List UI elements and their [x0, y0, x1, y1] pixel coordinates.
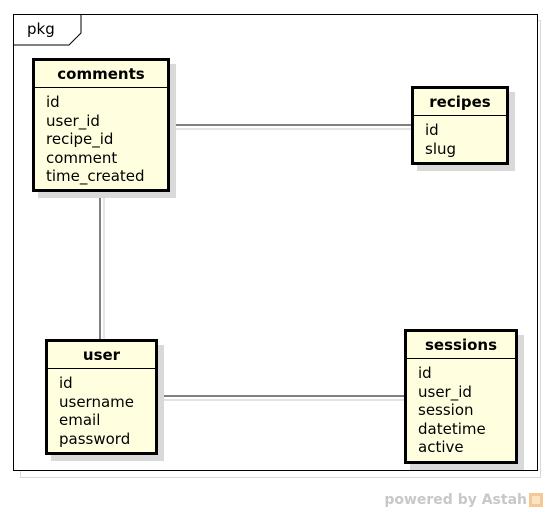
attribute: email [59, 411, 101, 430]
package-tab [13, 14, 82, 46]
link-user-sessions [158, 395, 405, 401]
attribute: comment [46, 148, 118, 167]
entity-sessions[interactable]: sessions id user_id session datetime act… [404, 329, 518, 464]
attribute: user_id [46, 111, 100, 130]
attribute: id [59, 374, 73, 392]
entity-recipes[interactable]: recipes id slug [411, 86, 509, 165]
entity-user[interactable]: user id username email password [45, 339, 158, 455]
watermark-text: powered by Astah [384, 492, 527, 508]
attribute-list: id user_id session datetime active [407, 359, 515, 457]
entity-title: user [48, 342, 155, 369]
attribute: id [46, 93, 60, 111]
attribute: id [418, 364, 432, 382]
attribute: active [418, 438, 464, 457]
entity-comments[interactable]: comments id user_id recipe_id comment ti… [32, 58, 170, 192]
astah-logo-icon [529, 493, 543, 507]
attribute-list: id user_id recipe_id comment time_create… [35, 88, 167, 186]
attribute: password [59, 429, 131, 448]
attribute: time_created [46, 167, 145, 186]
attribute: datetime [418, 419, 486, 438]
attribute: id [425, 121, 439, 139]
attribute: slug [425, 139, 457, 158]
attribute: username [59, 392, 134, 411]
attribute: recipe_id [46, 130, 114, 149]
link-comments-user [99, 192, 105, 340]
package-label: pkg [27, 20, 55, 38]
attribute-list: id slug [414, 116, 506, 158]
astah-watermark: powered by Astah [384, 492, 543, 508]
attribute: session [418, 401, 474, 420]
attribute: user_id [418, 382, 472, 401]
link-comments-recipes [169, 124, 412, 130]
entity-title: comments [35, 61, 167, 88]
entity-title: sessions [407, 332, 515, 359]
attribute-list: id username email password [48, 369, 155, 448]
entity-title: recipes [414, 89, 506, 116]
